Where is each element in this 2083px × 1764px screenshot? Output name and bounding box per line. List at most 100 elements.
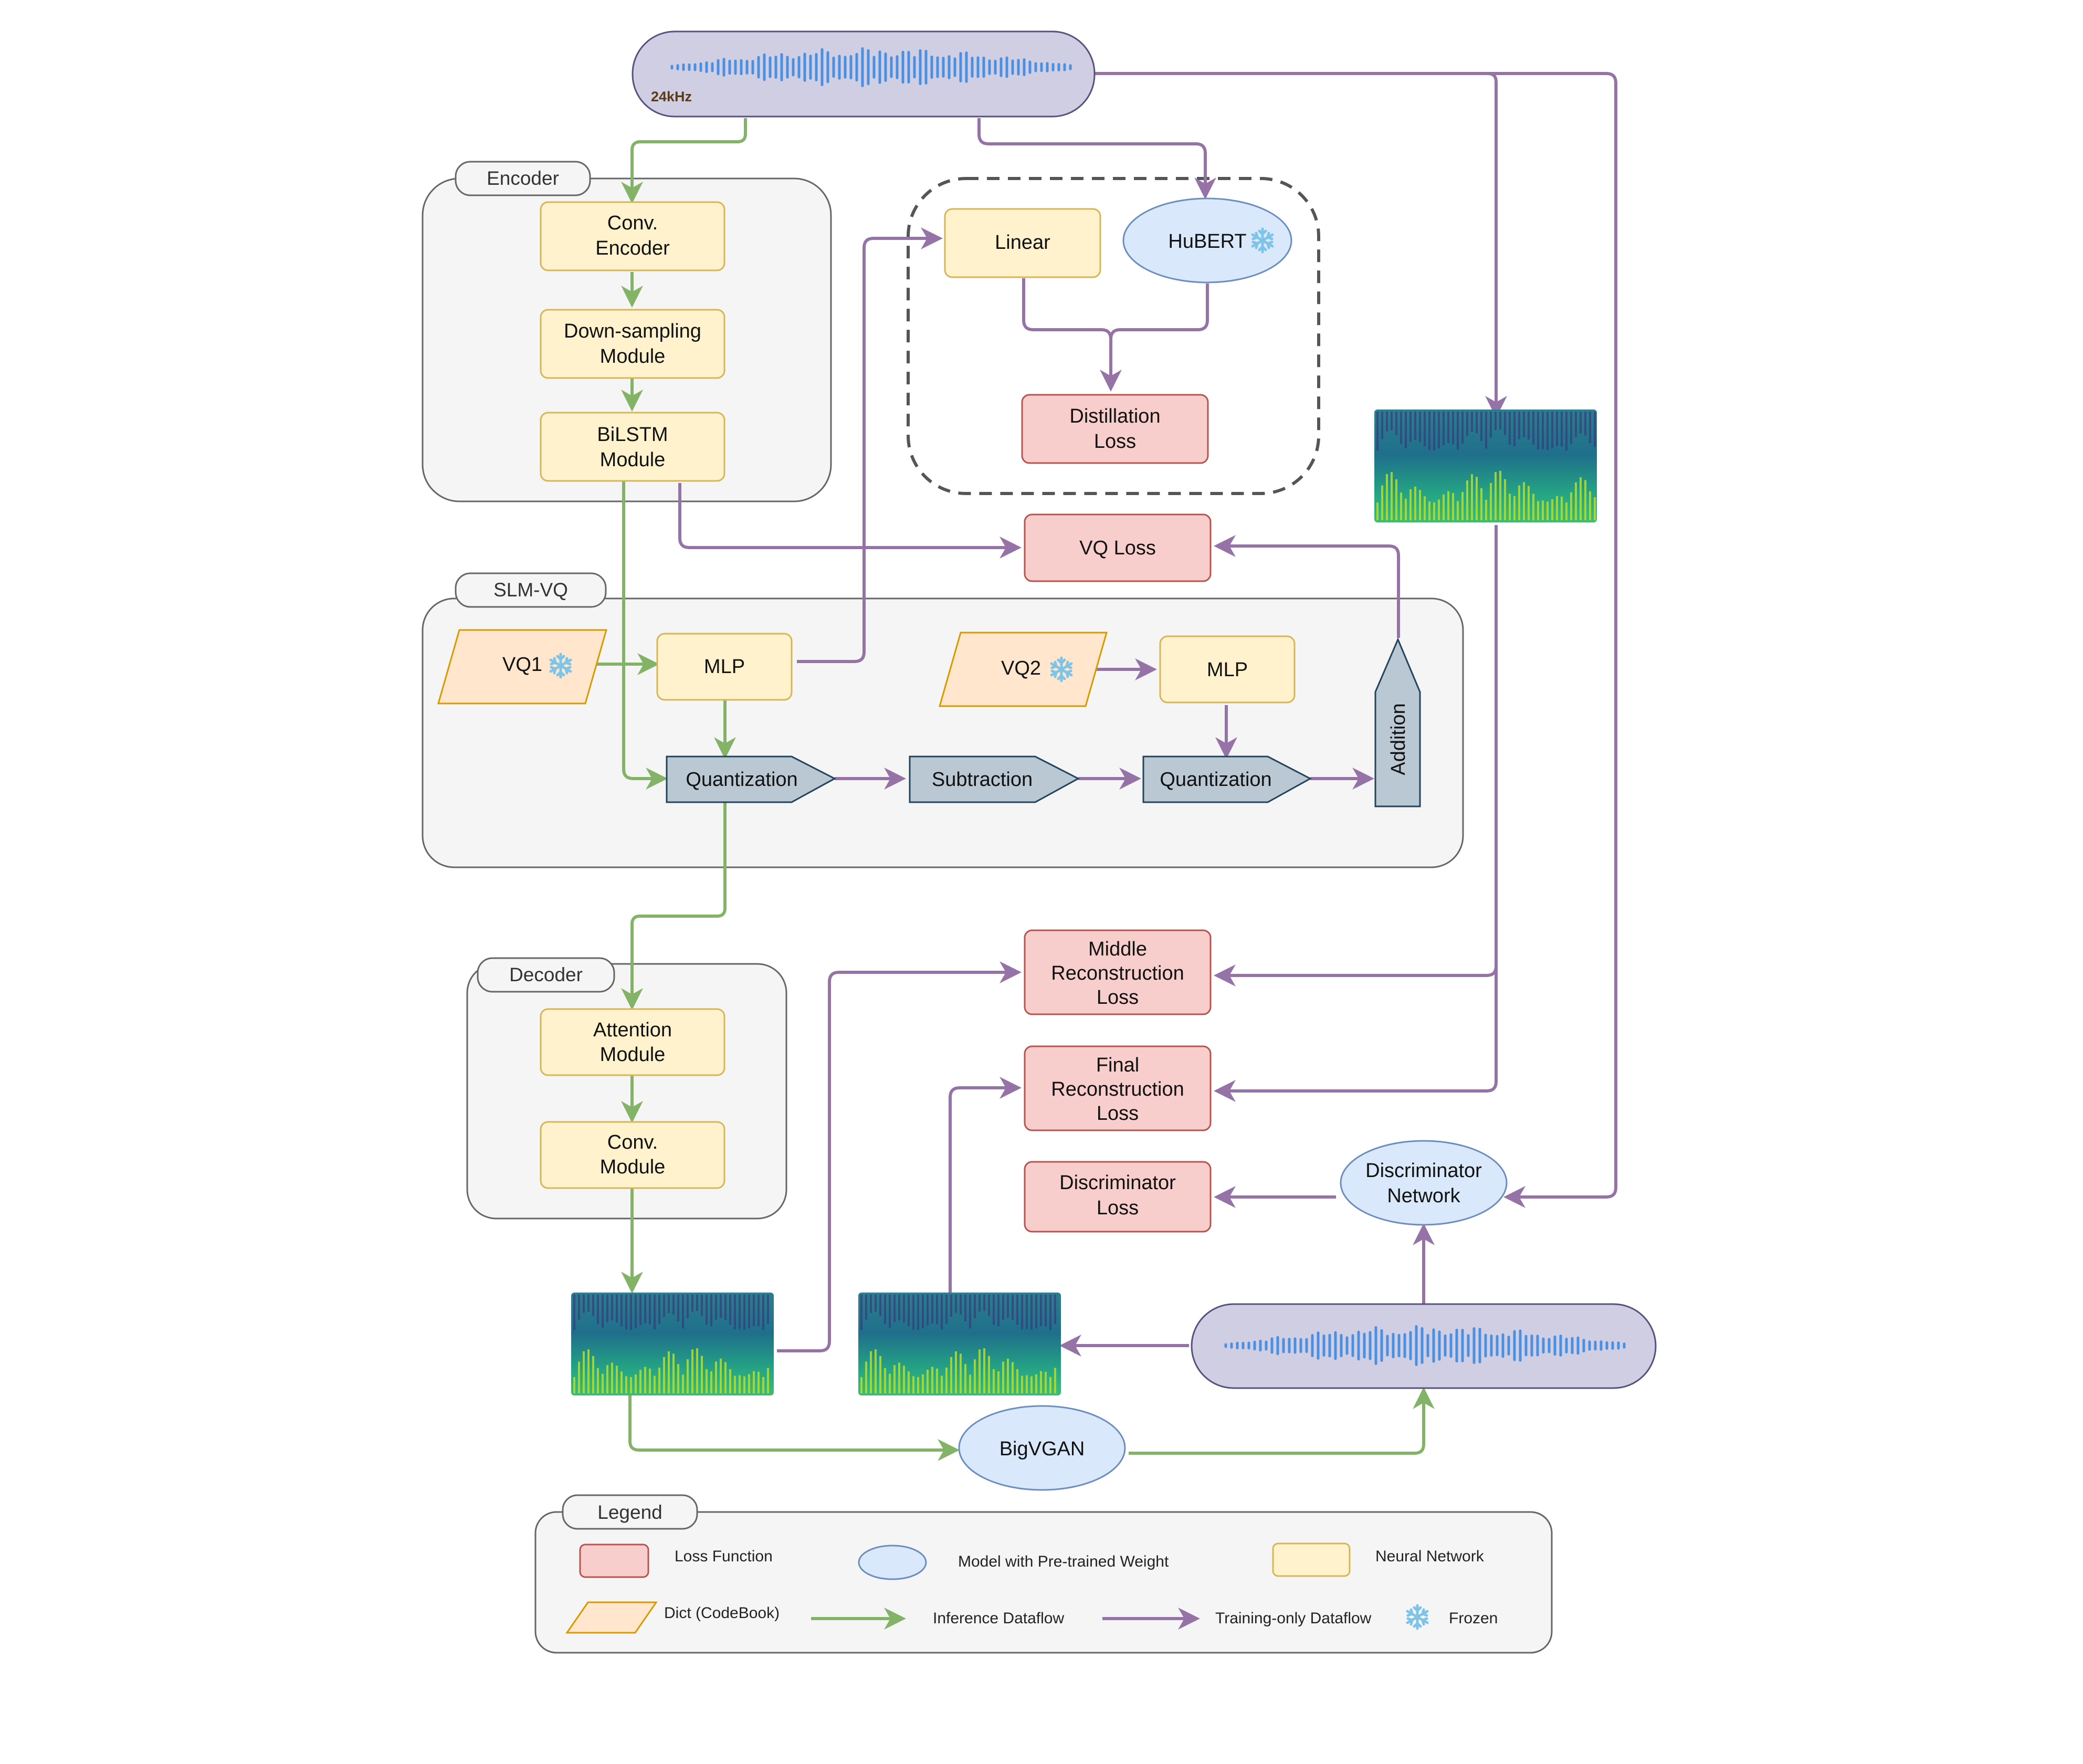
spectrogram-band bbox=[1466, 480, 1468, 520]
spectrogram-band bbox=[1523, 482, 1525, 520]
spectrogram-band bbox=[663, 1357, 665, 1393]
spectrogram-band bbox=[715, 1295, 717, 1320]
spectrogram-band bbox=[1499, 470, 1501, 520]
legend: Legend Loss Function Model with Pre-trai… bbox=[534, 1494, 1553, 1654]
wire-spec-branch-final bbox=[1486, 966, 1498, 1093]
spectrogram-band bbox=[592, 1295, 594, 1316]
input-rate-label: 24kHz bbox=[651, 89, 692, 104]
spectrogram-band bbox=[964, 1364, 966, 1393]
spectrogram-band bbox=[729, 1295, 731, 1325]
spectrogram-band bbox=[1021, 1376, 1023, 1393]
spectrogram-band bbox=[1589, 412, 1591, 443]
spectrogram-band bbox=[870, 1351, 872, 1393]
spectrogram-band bbox=[1509, 494, 1511, 520]
spectrogram-band bbox=[1457, 501, 1459, 520]
spectrogram-band bbox=[1485, 499, 1487, 520]
spectrogram-band bbox=[917, 1295, 919, 1330]
legend-loss-swatch bbox=[579, 1544, 649, 1578]
spectrogram-band bbox=[1537, 501, 1539, 520]
spectrogram-band bbox=[616, 1366, 618, 1393]
spectrogram-band bbox=[969, 1374, 971, 1393]
svg-text:Loss: Loss bbox=[1094, 430, 1136, 453]
spectrogram-band bbox=[710, 1295, 712, 1327]
distillation-loss-node: Distillation Loss bbox=[1021, 394, 1209, 464]
spectrogram-band bbox=[682, 1295, 684, 1329]
spectrogram-band bbox=[1016, 1295, 1018, 1325]
waveform-icon bbox=[670, 47, 1072, 87]
spectrogram-band bbox=[602, 1373, 604, 1393]
middle-reconstruction-loss-node: Middle Reconstruction Loss bbox=[1024, 929, 1212, 1015]
spectrogram-band bbox=[1012, 1362, 1014, 1393]
spectrogram-band bbox=[687, 1359, 689, 1393]
legend-codebook-label: Dict (CodeBook) bbox=[664, 1604, 780, 1622]
spectrogram-band bbox=[1002, 1295, 1004, 1320]
spectrogram-band bbox=[860, 1377, 862, 1393]
svg-text:VQ2: VQ2 bbox=[1001, 657, 1041, 679]
spectrogram-band bbox=[875, 1295, 877, 1312]
svg-text:Middle: Middle bbox=[1088, 938, 1147, 960]
legend-codebook-swatch bbox=[565, 1601, 658, 1634]
slm-vq-group: SLM-VQ bbox=[422, 572, 1464, 868]
spectrogram-band bbox=[1476, 412, 1478, 434]
target-spectrogram bbox=[1374, 410, 1597, 522]
spectrogram-band bbox=[1419, 412, 1421, 443]
spectrogram-band bbox=[1504, 479, 1506, 520]
spectrogram-band bbox=[611, 1295, 613, 1321]
wire-linear-to-distillation bbox=[1022, 278, 1122, 392]
spectrogram-band bbox=[583, 1295, 585, 1313]
spectrogram-band bbox=[1007, 1295, 1009, 1318]
downsampling-node: Down-sampling Module bbox=[540, 309, 725, 379]
svg-text:Subtraction: Subtraction bbox=[932, 769, 1033, 791]
spectrogram-band bbox=[639, 1295, 641, 1326]
spectrogram-band bbox=[865, 1295, 867, 1320]
spectrogram-icon bbox=[573, 1295, 769, 1393]
spectrogram-band bbox=[587, 1349, 590, 1393]
svg-text:Module: Module bbox=[600, 1156, 666, 1178]
legend-pretrained-swatch bbox=[858, 1545, 927, 1580]
spectrogram-band bbox=[1461, 492, 1464, 520]
vq-loss-node: VQ Loss bbox=[1024, 513, 1212, 582]
spectrogram-band bbox=[672, 1295, 675, 1315]
spectrogram-band bbox=[997, 1371, 1000, 1393]
spectrogram-band bbox=[884, 1295, 886, 1325]
spectrogram-band bbox=[860, 1295, 862, 1330]
spectrogram-band bbox=[945, 1295, 948, 1324]
spectrogram-band bbox=[1532, 412, 1534, 445]
spectrogram-band bbox=[644, 1367, 646, 1393]
svg-text:Down-sampling: Down-sampling bbox=[564, 320, 701, 342]
spectrogram-band bbox=[748, 1374, 750, 1393]
spectrogram-band bbox=[917, 1377, 919, 1393]
spectrogram-band bbox=[573, 1295, 575, 1330]
spectrogram-band bbox=[587, 1295, 590, 1312]
spectrogram-band bbox=[903, 1366, 905, 1393]
spectrogram-band bbox=[691, 1349, 693, 1393]
discriminator-loss-node: Discriminator Loss bbox=[1024, 1161, 1212, 1233]
spectrogram-band bbox=[955, 1351, 957, 1393]
spectrogram-band bbox=[753, 1295, 755, 1326]
spectrogram-band bbox=[931, 1295, 933, 1324]
spectrogram-band bbox=[654, 1376, 656, 1393]
spectrogram-band bbox=[1580, 477, 1582, 520]
spectrogram-band bbox=[1049, 1377, 1051, 1393]
spectrogram-band bbox=[677, 1295, 679, 1322]
spectrogram-icon bbox=[860, 1295, 1056, 1393]
decoder-mel-spectrogram bbox=[571, 1293, 774, 1395]
spectrogram-band bbox=[696, 1348, 698, 1393]
output-waveform bbox=[1191, 1303, 1657, 1389]
spectrogram-band bbox=[1537, 412, 1539, 450]
spectrogram-band bbox=[1551, 499, 1553, 520]
wire-addition-to-vqloss bbox=[1214, 535, 1400, 638]
spectrogram-band bbox=[1565, 412, 1567, 451]
spectrogram-band bbox=[611, 1362, 613, 1393]
spectrogram-band bbox=[1561, 412, 1563, 447]
input-waveform: 24kHz bbox=[632, 30, 1096, 118]
spectrogram-band bbox=[1542, 412, 1544, 449]
spectrogram-band bbox=[739, 1295, 741, 1329]
svg-text:Attention: Attention bbox=[593, 1019, 672, 1041]
spectrogram-band bbox=[1547, 412, 1549, 450]
slm-vq-tab bbox=[455, 572, 607, 608]
spectrogram-band bbox=[1594, 497, 1596, 520]
spectrogram-band bbox=[1447, 491, 1449, 520]
spectrogram-band bbox=[1386, 412, 1388, 432]
spectrogram-band bbox=[1391, 472, 1393, 520]
